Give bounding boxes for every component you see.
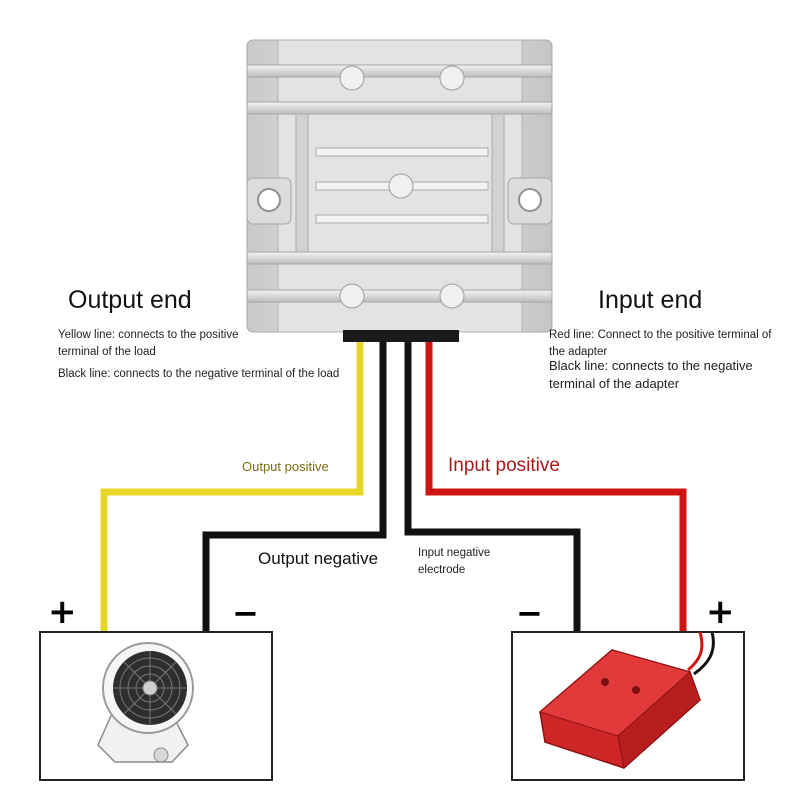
output-end-yellow-line-2: terminal of the load [58, 346, 156, 358]
input-negative-label-2: electrode [418, 564, 466, 576]
input-end-black-line-2: terminal of the adapter [549, 376, 680, 391]
converter-module-icon [246, 39, 553, 342]
battery-adapter-icon [538, 631, 715, 769]
input-positive-label: Input positive [448, 455, 560, 476]
input-end-red-line-2: the adapter [549, 346, 608, 358]
input-negative-label-1: Input negative [418, 547, 491, 559]
wires [100, 340, 687, 632]
black-input-negative-wire [404, 340, 581, 632]
output-end-yellow-line-1: Yellow line: connects to the positive [58, 329, 239, 341]
output-end-black-line: Black line: connects to the negative ter… [58, 368, 340, 380]
load-minus-sign: − [232, 594, 259, 632]
input-end-title: Input end [598, 286, 703, 314]
output-positive-label: Output positive [242, 459, 329, 474]
red-input-positive-wire [425, 340, 687, 632]
load-plus-sign: + [48, 592, 77, 632]
source-minus-sign: − [516, 594, 543, 632]
source-plus-sign: + [706, 592, 735, 632]
black-output-negative-wire [202, 340, 387, 632]
input-end-red-line-1: Red line: Connect to the positive termin… [549, 329, 772, 341]
yellow-output-positive-wire [100, 340, 364, 632]
desk-fan-icon [97, 642, 194, 763]
input-end-black-line-1: Black line: connects to the negative [549, 358, 753, 373]
output-negative-label: Output negative [258, 549, 379, 568]
output-end-title: Output end [68, 286, 192, 314]
